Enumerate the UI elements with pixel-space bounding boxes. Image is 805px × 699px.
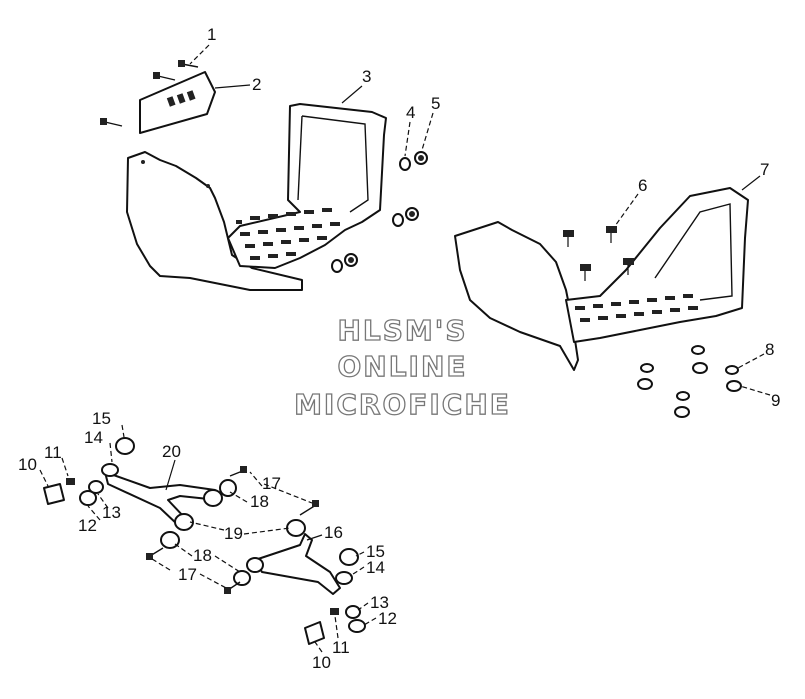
bolt-17 <box>146 547 164 560</box>
watermark-line-2: ONLINE <box>337 349 468 383</box>
a-arm-group <box>43 437 366 645</box>
nut-9 <box>637 378 653 390</box>
heel-guard-slot <box>176 93 186 104</box>
pivot-pin-10 <box>304 621 325 645</box>
cap-15 <box>115 437 135 455</box>
right-fender-panel <box>454 221 579 371</box>
callout-11: 11 <box>332 638 350 657</box>
nut-5 <box>405 207 419 221</box>
bushing-19 <box>160 531 180 549</box>
bolt-17 <box>299 500 319 516</box>
right-footwell-group <box>454 187 749 418</box>
callout-17: 17 <box>262 474 281 493</box>
callout-12: 12 <box>378 609 397 628</box>
callout-20: 20 <box>162 442 181 461</box>
callout-15: 15 <box>366 542 385 561</box>
callout-19: 19 <box>224 524 243 543</box>
bushing-12 <box>79 490 97 506</box>
washer-8 <box>725 365 739 375</box>
bushing-19 <box>174 513 194 531</box>
callout-2: 2 <box>252 75 261 94</box>
grease-fitting-11 <box>66 478 75 485</box>
callout-18: 18 <box>193 546 212 565</box>
bolt-17 <box>229 466 247 477</box>
right-footrest-tread <box>575 294 698 322</box>
callout-12: 12 <box>78 516 97 535</box>
washer-8 <box>640 363 654 373</box>
callout-14: 14 <box>84 428 103 447</box>
bushing-13 <box>345 605 361 619</box>
callout-13: 13 <box>102 503 121 522</box>
bolt-6 <box>606 226 617 243</box>
bolt-17 <box>224 581 241 594</box>
left-footwell-frame <box>227 103 387 269</box>
callout-17: 17 <box>178 565 197 584</box>
nut-5 <box>344 253 358 267</box>
left-fender-panel <box>126 151 303 291</box>
callout-10: 10 <box>18 455 37 474</box>
callout-10: 10 <box>312 653 331 672</box>
callout-11: 11 <box>44 443 62 462</box>
callout-numbers: 1 2 3 4 5 6 7 8 9 10 11 12 13 14 15 20 1… <box>18 25 780 672</box>
bolt-6 <box>623 258 634 275</box>
callout-13: 13 <box>370 593 389 612</box>
callout-9: 9 <box>771 391 780 410</box>
callout-1: 1 <box>207 25 216 44</box>
bushing-18 <box>246 557 264 573</box>
nut-9 <box>692 362 708 374</box>
callout-16: 16 <box>324 523 343 542</box>
washer-4 <box>392 213 404 227</box>
washer-4 <box>399 157 411 171</box>
watermark-line-1: HLSM'S <box>337 313 468 347</box>
bushing-14 <box>101 463 119 477</box>
heel-guard-slot <box>186 90 196 101</box>
screw-1 <box>153 72 176 81</box>
heel-guard-plate <box>139 71 216 134</box>
callout-8: 8 <box>765 340 774 359</box>
washer-8 <box>676 391 690 401</box>
pivot-pin-10 <box>43 483 65 505</box>
nut-9 <box>674 406 690 418</box>
callout-5: 5 <box>431 94 440 113</box>
bolt-6 <box>580 264 591 281</box>
left-footrest-tread <box>236 208 340 260</box>
callout-6: 6 <box>638 176 647 195</box>
bushing-14 <box>335 571 353 585</box>
callout-15: 15 <box>92 409 111 428</box>
callout-3: 3 <box>362 67 371 86</box>
screw-1 <box>100 118 123 127</box>
bushing-12 <box>348 619 366 633</box>
bushing-13 <box>88 480 104 494</box>
watermark-line-3: MICROFICHE <box>293 387 511 421</box>
bushing-18 <box>233 570 251 586</box>
leader-lines <box>39 44 771 653</box>
a-arm-upper <box>104 471 219 526</box>
bolt-6 <box>563 230 574 247</box>
nut-5 <box>414 151 428 165</box>
washer-8 <box>691 345 705 355</box>
callout-18: 18 <box>250 492 269 511</box>
washer-4 <box>331 259 343 273</box>
nut-9 <box>726 380 742 392</box>
grease-fitting-11 <box>330 608 339 615</box>
heel-guard-slot <box>166 96 176 107</box>
left-footwell-group <box>100 60 428 291</box>
cap-15 <box>339 548 359 566</box>
callout-7: 7 <box>760 160 769 179</box>
bushing-18 <box>219 479 237 497</box>
bushing-19 <box>286 519 306 537</box>
callout-4: 4 <box>406 103 415 122</box>
a-arm-lower <box>254 533 341 595</box>
bushing-18 <box>203 489 223 507</box>
screw-1 <box>178 60 199 68</box>
callout-14: 14 <box>366 558 385 577</box>
